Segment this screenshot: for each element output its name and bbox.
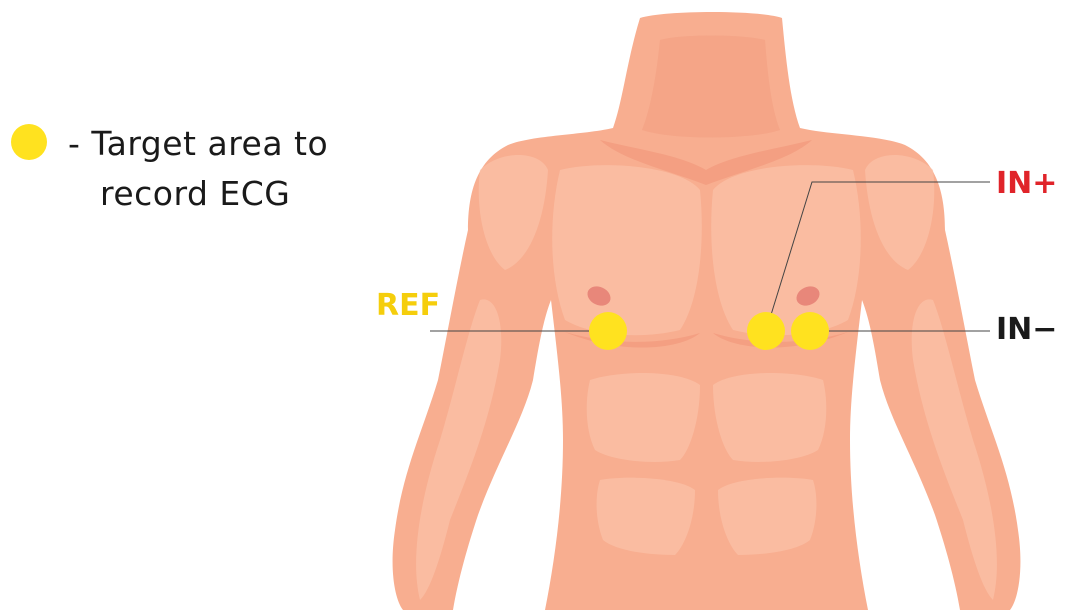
in-minus-label: IN− — [996, 312, 1057, 348]
neck-shade — [642, 36, 780, 138]
abdomen-highlight-right — [713, 373, 826, 462]
legend-line-2: record ECG — [68, 169, 328, 219]
in-plus-electrode — [747, 312, 785, 350]
legend-line-1: - Target area to — [68, 124, 328, 163]
left-pec-highlight — [552, 165, 702, 335]
abdomen-lower-right — [718, 478, 816, 555]
in-minus-electrode — [791, 312, 829, 350]
right-pec-highlight — [711, 165, 861, 335]
ref-label: REF — [376, 288, 440, 324]
abdomen-lower-left — [597, 478, 695, 555]
ref-electrode — [589, 312, 627, 350]
abdomen-highlight-left — [587, 373, 700, 462]
in-plus-label: IN+ — [996, 166, 1057, 202]
legend-dot-icon — [11, 124, 47, 160]
legend-text: - Target area to record ECG — [68, 119, 328, 219]
